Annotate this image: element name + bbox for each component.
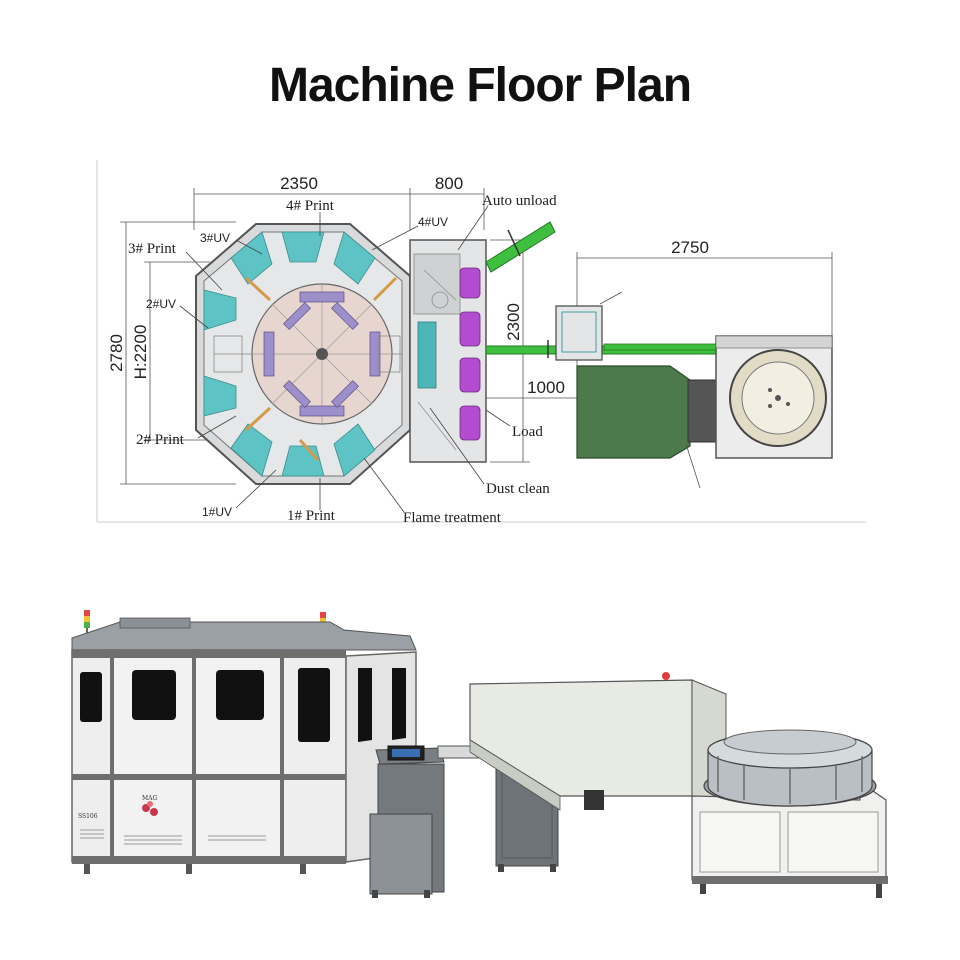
dim-2350: 2350 [280,174,318,193]
rotary-print-machine [195,223,411,485]
dim-h2200: H:2200 [131,325,150,380]
leader-lines [179,205,511,513]
label-4-uv: 4#UV [418,215,448,229]
feeder-cabinet [691,780,888,898]
label-3-uv: 3#UV [200,231,230,245]
bowl-feeder-3d [703,729,877,807]
machine-rendering: SS106 MAG [71,610,888,898]
control-panel-stand [369,745,445,898]
model-plate: SS106 [78,813,98,820]
label-3-print: 3# Print [128,241,177,257]
dim-2780: 2780 [107,334,126,372]
label-2-print: 2# Print [136,432,185,448]
label-1-uv: 1#UV [202,505,232,519]
hopper-unit [469,672,727,811]
label-dust-clean: Dust clean [486,481,550,497]
label-auto-unload: Auto unload [482,193,557,209]
dust-clean-station [417,321,437,389]
machine-windows [80,668,406,742]
label-flame-treatment: Flame treatment [403,510,502,526]
label-2-uv: 2#UV [146,297,176,311]
control-cabinet-plan [555,291,623,361]
print-arms [244,276,398,462]
dim-2750: 2750 [671,238,709,257]
dim-1000: 1000 [527,378,565,397]
label-1-print: 1# Print [287,508,336,524]
dimension-lines [120,188,833,485]
label-4-print: 4# Print [286,198,335,214]
brand-logo: MAG [142,795,158,816]
dim-800: 800 [435,174,463,193]
fixtures [263,291,381,417]
label-load: Load [512,424,543,440]
load-unload-unit [409,239,487,463]
turntable-hub [316,348,328,360]
brand-name: MAG [142,795,157,802]
page-title: Machine Floor Plan [268,59,692,112]
print-stations [203,231,376,477]
hopper-feeder [576,335,833,489]
purple-holders [459,267,481,441]
dim-2300: 2300 [504,303,523,341]
